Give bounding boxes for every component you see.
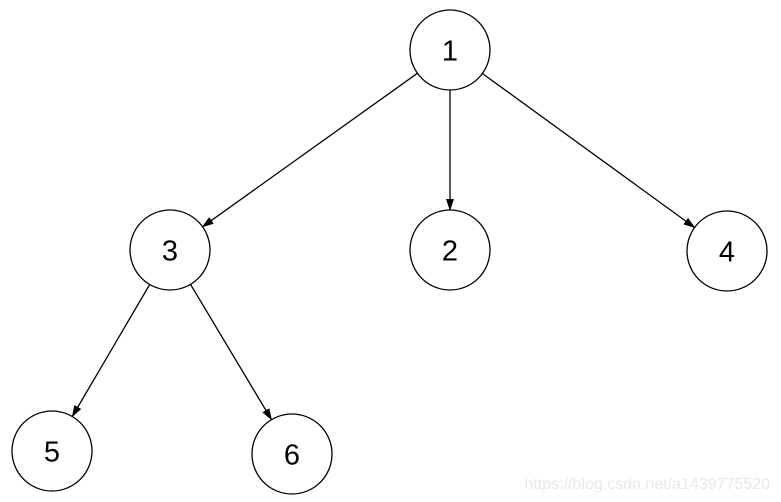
node-circle xyxy=(686,210,768,292)
node-label: 6 xyxy=(284,439,300,471)
node-label: 3 xyxy=(162,235,178,267)
node-circle xyxy=(129,209,211,291)
node-label: 5 xyxy=(44,436,60,468)
node-circle xyxy=(11,410,93,492)
tree-node-2: 2 xyxy=(409,209,491,291)
tree-edge-3-6 xyxy=(189,283,273,421)
tree-edge-3-5 xyxy=(71,284,151,418)
node-label: 2 xyxy=(442,235,458,267)
tree-edge-1-3 xyxy=(201,72,418,228)
node-label: 1 xyxy=(442,35,458,67)
node-circle xyxy=(251,413,333,495)
node-circle xyxy=(409,9,491,91)
edges-layer xyxy=(71,72,696,421)
node-circle xyxy=(409,209,491,291)
tree-node-4: 4 xyxy=(686,210,768,292)
tree-node-1: 1 xyxy=(409,9,491,91)
tree-edge-1-4 xyxy=(482,72,696,229)
node-label: 4 xyxy=(719,236,735,268)
tree-node-6: 6 xyxy=(251,413,333,495)
tree-node-5: 5 xyxy=(11,410,93,492)
nodes-layer: 1 3 2 4 5 6 xyxy=(11,9,768,495)
tree-node-3: 3 xyxy=(129,209,211,291)
